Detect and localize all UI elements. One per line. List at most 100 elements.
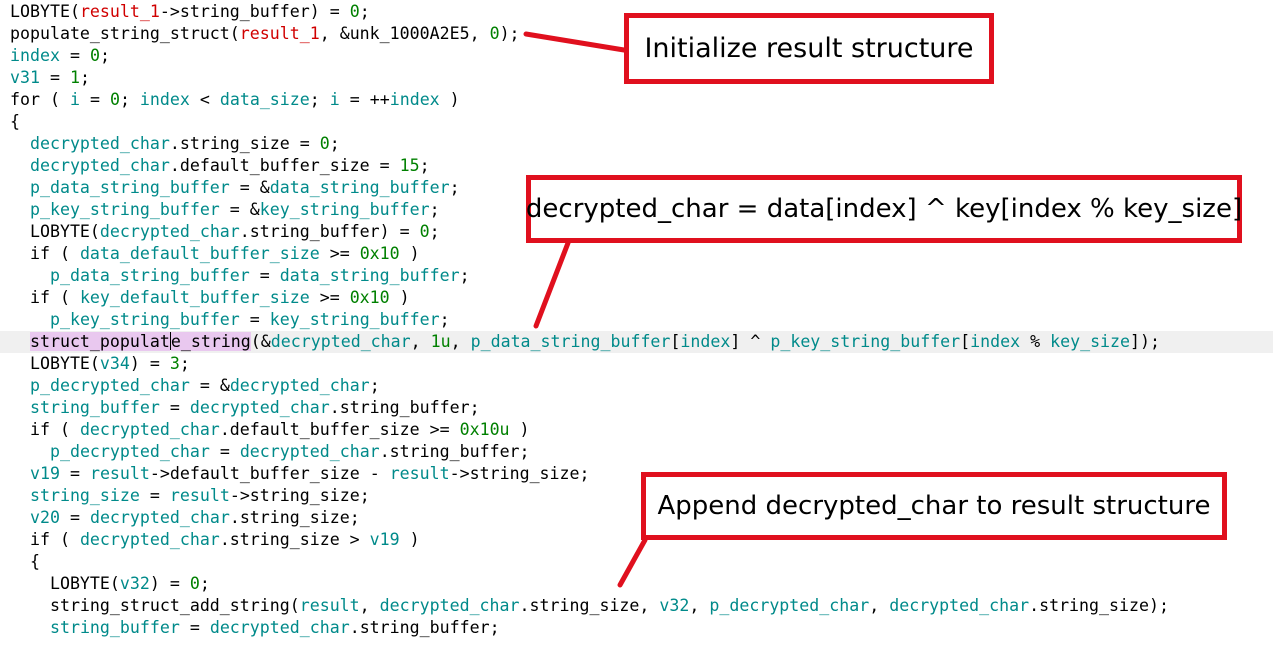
code-token: .string_size =: [169, 134, 320, 153]
code-line[interactable]: p_data_string_buffer = data_string_buffe…: [10, 265, 1273, 287]
code-token: .string_buffer;: [379, 442, 530, 461]
code-token: v31: [10, 68, 40, 87]
code-line[interactable]: LOBYTE(decrypted_char.string_buffer) = 0…: [10, 221, 1273, 243]
code-token: ): [389, 288, 410, 307]
code-line[interactable]: string_buffer = decrypted_char.string_bu…: [10, 397, 1273, 419]
code-token: key_string_buffer: [269, 310, 440, 329]
code-line[interactable]: for ( i = 0; index < data_size; i = ++in…: [10, 89, 1273, 111]
code-token: .string_size >: [219, 530, 370, 549]
code-token: ): [439, 90, 460, 109]
code-token: ;: [99, 46, 110, 65]
code-token: populate_string_struct(: [10, 24, 240, 43]
code-token: index: [970, 332, 1021, 351]
code-line[interactable]: {: [10, 551, 1273, 573]
code-line[interactable]: string_struct_add_string(result, decrypt…: [10, 595, 1273, 617]
code-token: =: [249, 266, 280, 285]
code-line[interactable]: p_key_string_buffer = &key_string_buffer…: [10, 199, 1273, 221]
code-token: decrypted_char: [889, 596, 1030, 615]
code-token: ): [399, 530, 420, 549]
code-line[interactable]: v31 = 1;: [10, 67, 1273, 89]
code-token: string_size: [29, 486, 140, 505]
code-line[interactable]: {: [10, 111, 1273, 133]
code-token: p_key_string_buffer: [49, 310, 240, 329]
code-token: (&: [250, 332, 271, 351]
arrow-init: [523, 31, 627, 53]
code-token: = &: [229, 178, 270, 197]
code-token: 15: [399, 156, 420, 175]
code-token: if (: [10, 420, 80, 439]
code-token: .string_size;: [229, 508, 360, 527]
code-line[interactable]: LOBYTE(v32) = 0;: [10, 573, 1273, 595]
code-line[interactable]: if ( data_default_buffer_size >= 0x10 ): [10, 243, 1273, 265]
code-token: >=: [319, 244, 360, 263]
code-token: 0: [419, 222, 430, 241]
code-line[interactable]: populate_string_struct(result_1, &unk_10…: [10, 23, 1273, 45]
code-token: v20: [29, 508, 60, 527]
code-line[interactable]: p_data_string_buffer = &data_string_buff…: [10, 177, 1273, 199]
code-token: v19: [29, 464, 60, 483]
code-token: = &: [189, 376, 230, 395]
code-line[interactable]: p_key_string_buffer = key_string_buffer;: [10, 309, 1273, 331]
code-line[interactable]: LOBYTE(v34) = 3;: [10, 353, 1273, 375]
code-token: decrypted_char: [99, 222, 240, 241]
code-line[interactable]: struct_populate_string(&decrypted_char, …: [0, 331, 1273, 353]
code-token: %: [1020, 332, 1051, 351]
code-token: result: [89, 464, 150, 483]
code-token: =: [79, 90, 110, 109]
code-line[interactable]: index = 0;: [10, 45, 1273, 67]
code-token: 0x10u: [459, 420, 510, 439]
code-token: index: [680, 332, 731, 351]
selected-identifier: e_string: [170, 332, 251, 351]
code-token: =: [239, 310, 270, 329]
code-token: =: [59, 508, 90, 527]
callout-append-text: Append decrypted_char to result structur…: [657, 491, 1211, 521]
code-token: 0: [89, 46, 100, 65]
code-line[interactable]: p_decrypted_char = decrypted_char.string…: [10, 441, 1273, 463]
code-line[interactable]: p_decrypted_char = &decrypted_char;: [10, 375, 1273, 397]
code-token: string_buffer: [49, 618, 180, 637]
code-token: 1: [69, 68, 80, 87]
code-line[interactable]: string_size = result->string_size;: [10, 485, 1273, 507]
code-token: .string_size,: [519, 596, 660, 615]
code-token: ,: [450, 332, 471, 351]
code-token: .string_size);: [1029, 596, 1169, 615]
code-token: =: [179, 618, 210, 637]
code-line[interactable]: decrypted_char.default_buffer_size = 15;: [10, 155, 1273, 177]
code-line[interactable]: if ( decrypted_char.string_size > v19 ): [10, 529, 1273, 551]
code-token: if (: [10, 530, 80, 549]
code-token: string_struct_add_string(: [10, 596, 300, 615]
code-token: ;: [429, 222, 440, 241]
code-token: p_data_string_buffer: [49, 266, 250, 285]
code-token: LOBYTE(: [10, 222, 100, 241]
code-line[interactable]: if ( decrypted_char.default_buffer_size …: [10, 419, 1273, 441]
code-line[interactable]: string_buffer = decrypted_char.string_bu…: [10, 617, 1273, 639]
code-token: p_key_string_buffer: [29, 200, 220, 219]
code-token: v32: [119, 574, 150, 593]
code-token: i: [69, 90, 80, 109]
code-token: ;: [429, 200, 440, 219]
code-token: ]);: [1130, 332, 1161, 351]
code-token: p_decrypted_char: [709, 596, 870, 615]
code-token: ] ^: [730, 332, 771, 351]
code-token: );: [499, 24, 520, 43]
code-token: data_size: [219, 90, 310, 109]
code-token: 0: [349, 2, 360, 21]
code-token: decrypted_char: [239, 442, 380, 461]
code-token: result: [169, 486, 230, 505]
code-token: data_string_buffer: [269, 178, 450, 197]
code-token: ->string_size;: [449, 464, 590, 483]
code-token: key_string_buffer: [259, 200, 430, 219]
code-line[interactable]: if ( key_default_buffer_size >= 0x10 ): [10, 287, 1273, 309]
code-token: v19: [369, 530, 400, 549]
code-token: .string_buffer) =: [239, 222, 420, 241]
code-token: .default_buffer_size =: [169, 156, 400, 175]
code-token: ) =: [129, 354, 170, 373]
code-line[interactable]: v20 = decrypted_char.string_size;: [10, 507, 1273, 529]
code-line[interactable]: LOBYTE(result_1->string_buffer) = 0;: [10, 1, 1273, 23]
code-token: {: [10, 552, 40, 571]
code-token: 0x10: [359, 244, 400, 263]
code-line[interactable]: decrypted_char.string_size = 0;: [10, 133, 1273, 155]
code-line[interactable]: v19 = result->default_buffer_size - resu…: [10, 463, 1273, 485]
